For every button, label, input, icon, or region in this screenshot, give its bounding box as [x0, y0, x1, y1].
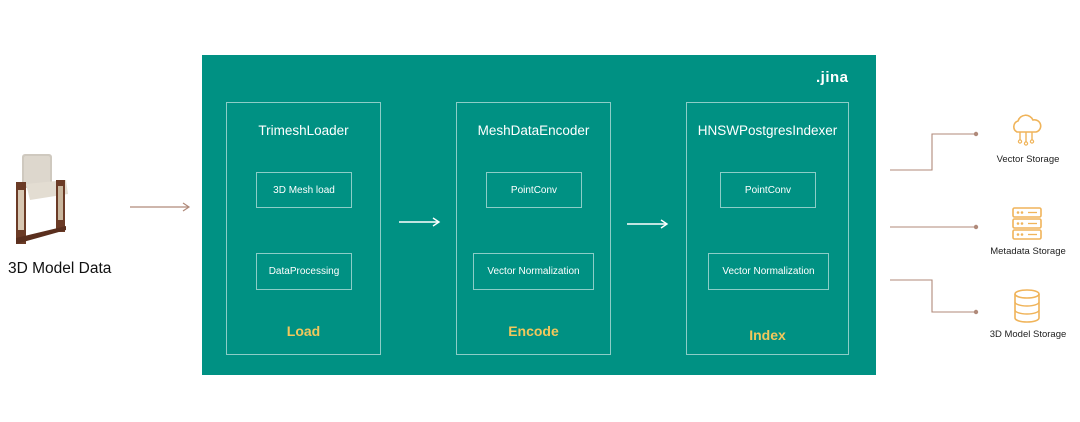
- cloud-icon: [1008, 112, 1044, 146]
- stage-hnsw-postgres-indexer: HNSWPostgresIndexer PointConv Vector Nor…: [686, 102, 849, 355]
- database-icon: [1011, 288, 1043, 324]
- stage-title: HNSWPostgresIndexer: [697, 123, 838, 138]
- stage-title: TrimeshLoader: [258, 123, 349, 138]
- stage-title: MeshDataEncoder: [477, 123, 590, 138]
- flow-arrow: [627, 219, 669, 229]
- pipeline-panel: .jina TrimeshLoader 3D Mesh load DataPro…: [202, 55, 876, 375]
- chair-image: [8, 150, 72, 250]
- flow-arrow: [399, 217, 441, 227]
- jina-logo: .jina: [816, 69, 849, 86]
- stage-trimesh-loader: TrimeshLoader 3D Mesh load DataProcessin…: [226, 102, 381, 355]
- storage-label: Vector Storage: [996, 154, 1060, 165]
- stage-mesh-data-encoder: MeshDataEncoder PointConv Vector Normali…: [456, 102, 611, 355]
- step-box: Vector Normalization: [473, 253, 594, 290]
- step-box: 3D Mesh load: [256, 172, 352, 208]
- phase-label: Load: [286, 323, 321, 339]
- step-box: PointConv: [720, 172, 816, 208]
- storage-label: Metadata Storage: [990, 246, 1066, 257]
- source-label: 3D Model Data: [8, 260, 112, 277]
- server-icon: [1010, 206, 1044, 240]
- step-box: Vector Normalization: [708, 253, 829, 290]
- storage-label: 3D Model Storage: [989, 329, 1067, 340]
- phase-label: Encode: [508, 323, 559, 339]
- step-box: PointConv: [486, 172, 582, 208]
- input-arrow: [130, 202, 191, 212]
- storage-connectors: [890, 131, 979, 315]
- phase-label: Index: [749, 327, 786, 343]
- step-box: DataProcessing: [256, 253, 352, 290]
